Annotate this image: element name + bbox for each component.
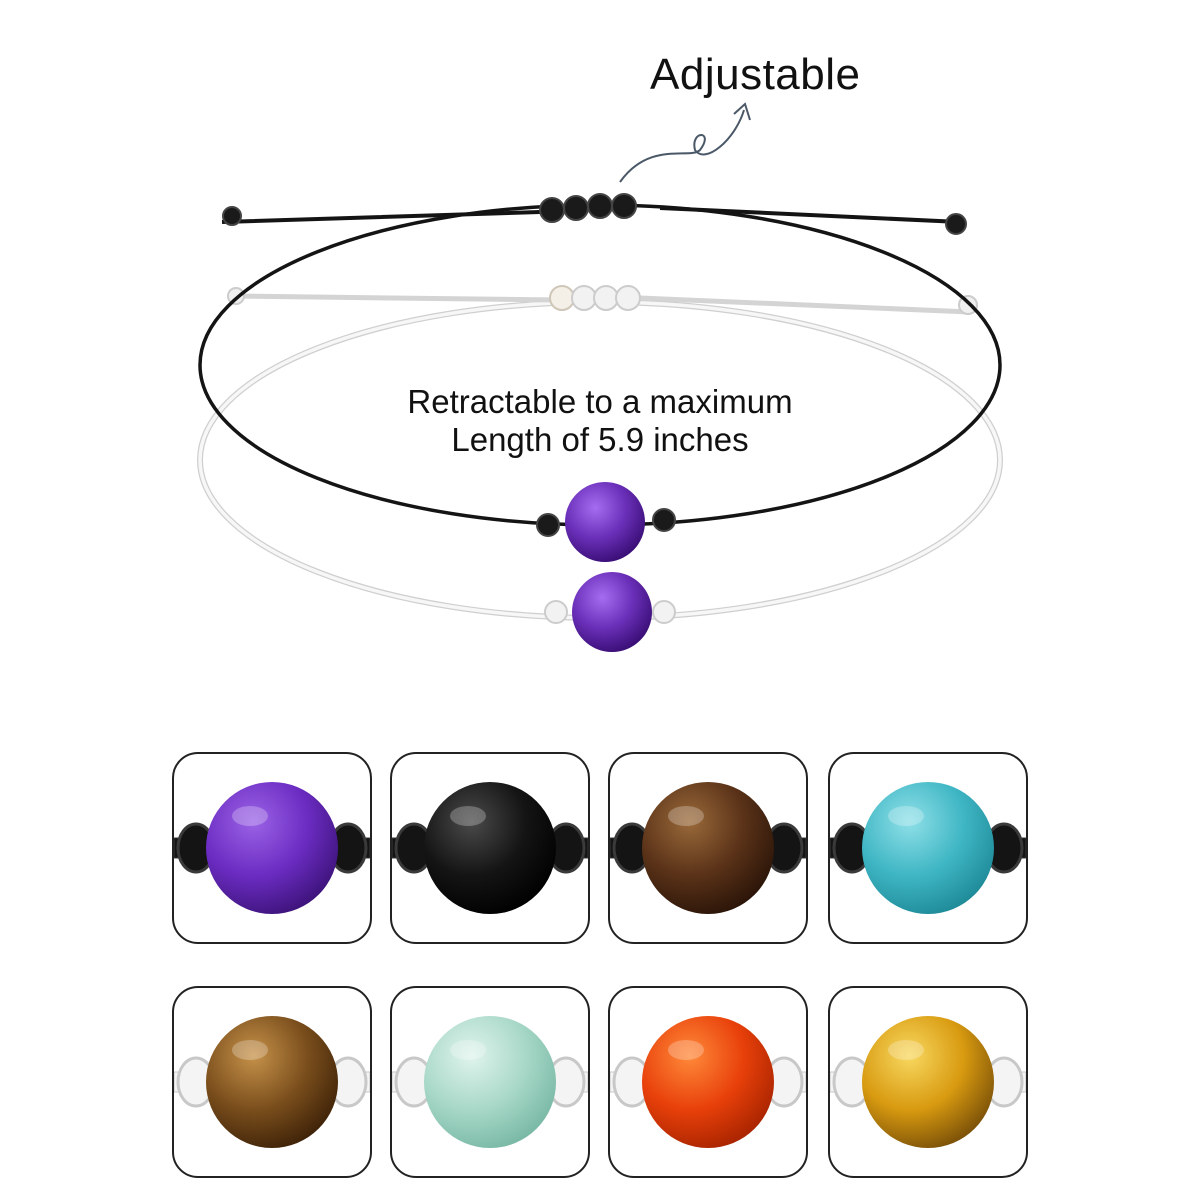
length-line-2: Length of 5.9 inches bbox=[451, 421, 749, 458]
black-sliding-knot bbox=[539, 193, 637, 223]
black-cord-bracelet bbox=[198, 193, 1002, 562]
bead-highlight bbox=[232, 1040, 268, 1060]
length-line-1: Retractable to a maximum bbox=[407, 383, 793, 420]
amethyst-bead-black-cord bbox=[565, 482, 645, 562]
white-sliding-knot bbox=[549, 285, 641, 311]
stone-option-tiger-eye[interactable] bbox=[172, 986, 372, 1178]
stone-bead bbox=[862, 1016, 994, 1148]
stone-option-carnelian[interactable] bbox=[608, 986, 808, 1178]
stone-option-amethyst[interactable] bbox=[172, 752, 372, 944]
bead-highlight bbox=[668, 1040, 704, 1060]
bead-highlight bbox=[888, 1040, 924, 1060]
bead-highlight bbox=[232, 806, 268, 826]
stone-option-turquoise[interactable] bbox=[828, 752, 1028, 944]
adjustable-arrow-icon bbox=[619, 109, 745, 183]
stone-option-aventurine[interactable] bbox=[390, 986, 590, 1178]
stone-option-obsidian[interactable] bbox=[390, 752, 590, 944]
stone-bead bbox=[862, 782, 994, 914]
adjustable-label: Adjustable bbox=[650, 50, 861, 99]
bracelet-hero-image: Adjustable Retractable to a maximum Leng… bbox=[197, 50, 1003, 652]
stone-bead bbox=[424, 782, 556, 914]
stone-bead bbox=[642, 782, 774, 914]
white-cord-bracelet bbox=[197, 285, 1003, 652]
stone-bead bbox=[642, 1016, 774, 1148]
stone-option-citrine[interactable] bbox=[828, 986, 1028, 1178]
bead-highlight bbox=[668, 806, 704, 826]
bracelets-illustration bbox=[197, 102, 1003, 652]
bead-highlight bbox=[888, 806, 924, 826]
stone-bead bbox=[424, 1016, 556, 1148]
length-description: Retractable to a maximum Length of 5.9 i… bbox=[330, 383, 870, 459]
amethyst-bead-white-cord bbox=[572, 572, 652, 652]
stone-bead bbox=[206, 782, 338, 914]
bead-highlight bbox=[450, 1040, 486, 1060]
stone-bead bbox=[206, 1016, 338, 1148]
stone-option-brown-tiger-eye[interactable] bbox=[608, 752, 808, 944]
bead-highlight bbox=[450, 806, 486, 826]
